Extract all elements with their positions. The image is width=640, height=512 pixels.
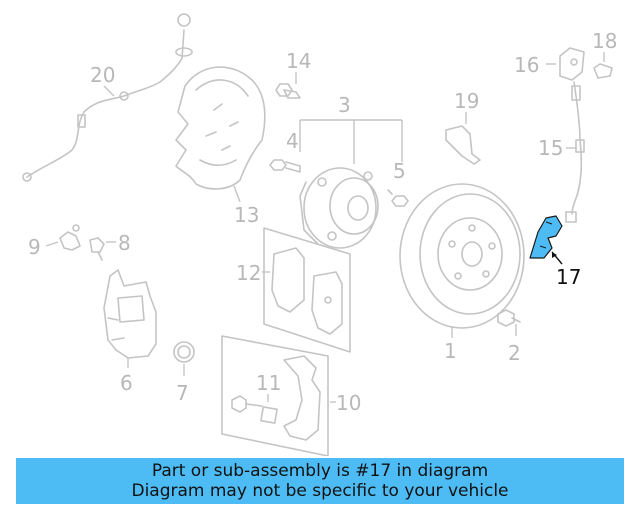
part-20-sensor-wire <box>22 13 193 182</box>
part-3-wheel-hub <box>299 167 379 249</box>
part-5-bolt <box>387 189 409 207</box>
part-14-bolt <box>275 83 301 99</box>
part-17-bracket-highlighted[interactable] <box>529 215 563 259</box>
part-3-leaders <box>299 119 403 164</box>
callout-11: 11 <box>256 371 281 395</box>
callout-13: 13 <box>234 203 259 227</box>
part-19-sensor <box>445 125 481 165</box>
callout-6: 6 <box>120 371 133 395</box>
part-15-brake-hose <box>565 81 585 223</box>
banner-line-1: Part or sub-assembly is #17 in diagram <box>151 461 489 481</box>
callout-2: 2 <box>508 341 521 365</box>
callout-15: 15 <box>538 136 563 160</box>
part-1-brake-disc <box>399 183 525 329</box>
callout-12: 12 <box>236 261 261 285</box>
callout-9: 9 <box>28 235 41 259</box>
banner-line-2: Diagram may not be specific to your vehi… <box>131 481 509 501</box>
callout-10: 10 <box>336 391 361 415</box>
callout-4: 4 <box>286 129 299 153</box>
callout-17: 17 <box>556 265 581 289</box>
part-9-bleeder <box>59 224 81 251</box>
parts-diagram: 20 13 14 3 4 5 19 <box>22 13 617 456</box>
callout-7: 7 <box>176 381 189 405</box>
part-6-caliper <box>103 269 157 359</box>
part-16-bracket <box>559 47 585 81</box>
callout-18: 18 <box>592 29 617 53</box>
callout-3: 3 <box>338 93 351 117</box>
part-11-guide-pin <box>231 395 278 424</box>
part-7-seal <box>173 341 195 363</box>
part-13-splash-shield <box>175 66 266 190</box>
part-2-bolt <box>497 309 521 327</box>
callout-8: 8 <box>118 231 131 255</box>
part-12-brake-pads <box>263 227 351 353</box>
part-4-bolt <box>269 159 301 173</box>
part-8-cap <box>89 237 105 261</box>
callout-19: 19 <box>454 89 479 113</box>
callout-1: 1 <box>444 339 457 363</box>
callout-16: 16 <box>514 53 539 77</box>
callout-20: 20 <box>90 63 115 87</box>
part-18-clip <box>593 63 613 79</box>
disclaimer-banner: Part or sub-assembly is #17 in diagram D… <box>16 458 624 504</box>
callout-5: 5 <box>393 159 406 183</box>
part-10-hardware-box <box>221 335 329 456</box>
callout-14: 14 <box>286 49 311 73</box>
